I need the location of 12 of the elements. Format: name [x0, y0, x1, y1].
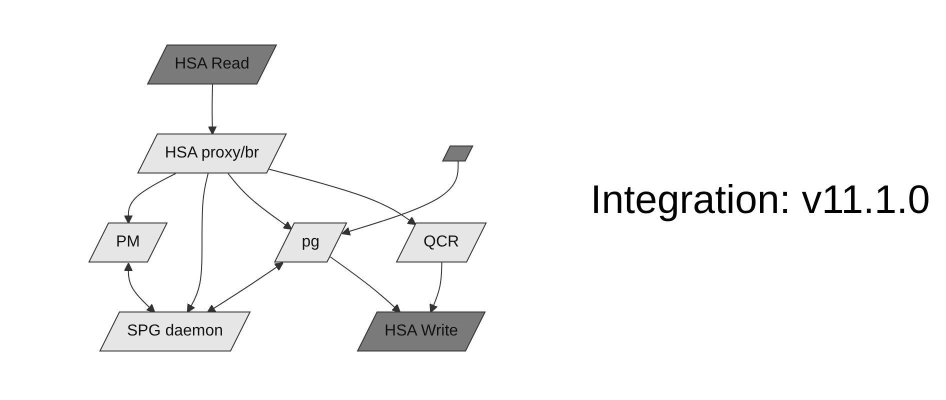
arrow	[429, 262, 442, 313]
arrow	[268, 168, 416, 226]
arrow	[124, 173, 176, 224]
arrow	[124, 262, 155, 313]
arrow	[206, 262, 284, 313]
arrow	[186, 173, 208, 313]
node-box	[442, 146, 474, 162]
arrow	[208, 84, 216, 135]
arrow	[341, 161, 458, 236]
arrow	[330, 256, 400, 313]
arrow	[227, 173, 292, 230]
diagram-title: Integration: v11.1.0	[590, 178, 930, 222]
